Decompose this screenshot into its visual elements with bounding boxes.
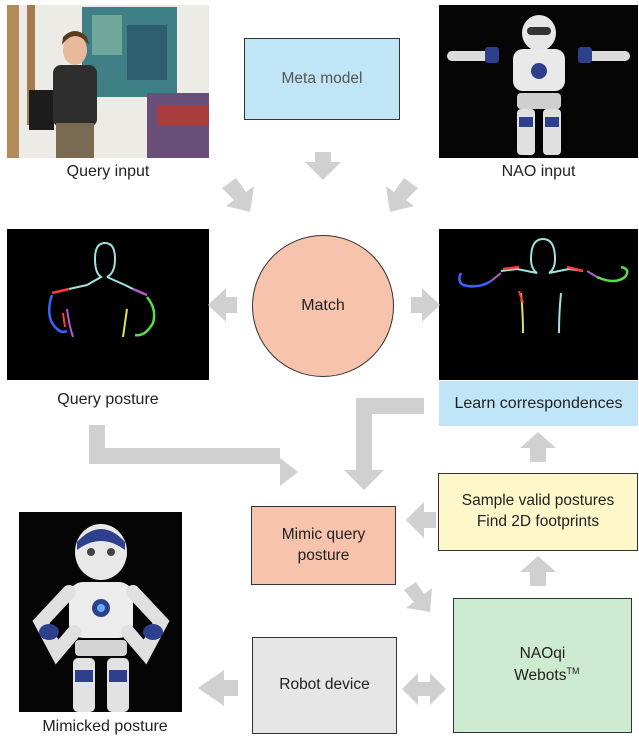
- arrow-learn-to-mimic: [344, 398, 424, 490]
- query-input-photo: [7, 5, 209, 158]
- naoqi-label: NAOqi: [519, 645, 566, 662]
- arrow-query-to-match: [222, 178, 254, 212]
- mimic-query-posture-line2: posture: [297, 546, 350, 564]
- query-posture-caption: Query posture: [57, 391, 159, 408]
- match-label: Match: [301, 297, 345, 314]
- mimic-query-posture-box: Mimic query posture: [251, 506, 396, 585]
- query-input-caption: Query input: [66, 163, 150, 180]
- mimicked-posture-caption: Mimicked posture: [42, 718, 168, 735]
- arrow-query-posture-to-mimic: [89, 425, 298, 486]
- meta-model-label: Meta model: [281, 69, 363, 87]
- query-posture-silhouette: [7, 229, 209, 380]
- mimic-query-posture-line1: Mimic query: [281, 525, 366, 543]
- learn-correspondences-label: Learn correspondences: [454, 394, 623, 412]
- webots-label-wrap: WebotsTM: [506, 665, 580, 687]
- arrow-match-left: [208, 288, 237, 322]
- nao-input-caption: NAO input: [501, 163, 576, 180]
- mimicked-posture-photo: [19, 512, 182, 712]
- nao-input-photo: [439, 5, 638, 158]
- arrow-sample-to-mimic: [406, 502, 436, 538]
- match-circle: Match: [252, 235, 394, 377]
- robot-device-box: Robot device: [252, 637, 397, 734]
- arrow-robot-naoqi-bidirectional: [402, 673, 446, 705]
- sample-postures-box: Sample valid postures Find 2D footprints: [438, 473, 638, 551]
- arrow-naoqi-up: [520, 556, 556, 586]
- arrow-nao-to-match: [386, 178, 418, 212]
- arrow-mimic-to-naoqi: [404, 582, 432, 612]
- naoqi-webots-box: NAOqi WebotsTM: [453, 598, 632, 733]
- meta-model-box: Meta model: [244, 38, 400, 120]
- learn-correspondences-box: Learn correspondences: [439, 381, 638, 426]
- arrow-match-right: [411, 288, 440, 322]
- sample-postures-line1: Sample valid postures: [461, 492, 615, 510]
- arrow-robot-to-mimicked: [198, 670, 238, 706]
- robot-device-label: Robot device: [279, 676, 370, 694]
- nao-posture-silhouette: [439, 229, 638, 380]
- webots-label: Webots: [514, 667, 567, 685]
- sample-postures-line2: Find 2D footprints: [476, 513, 600, 530]
- arrow-sample-up: [520, 432, 556, 462]
- trademark-mark: TM: [566, 665, 580, 676]
- arrow-meta-down: [305, 152, 341, 180]
